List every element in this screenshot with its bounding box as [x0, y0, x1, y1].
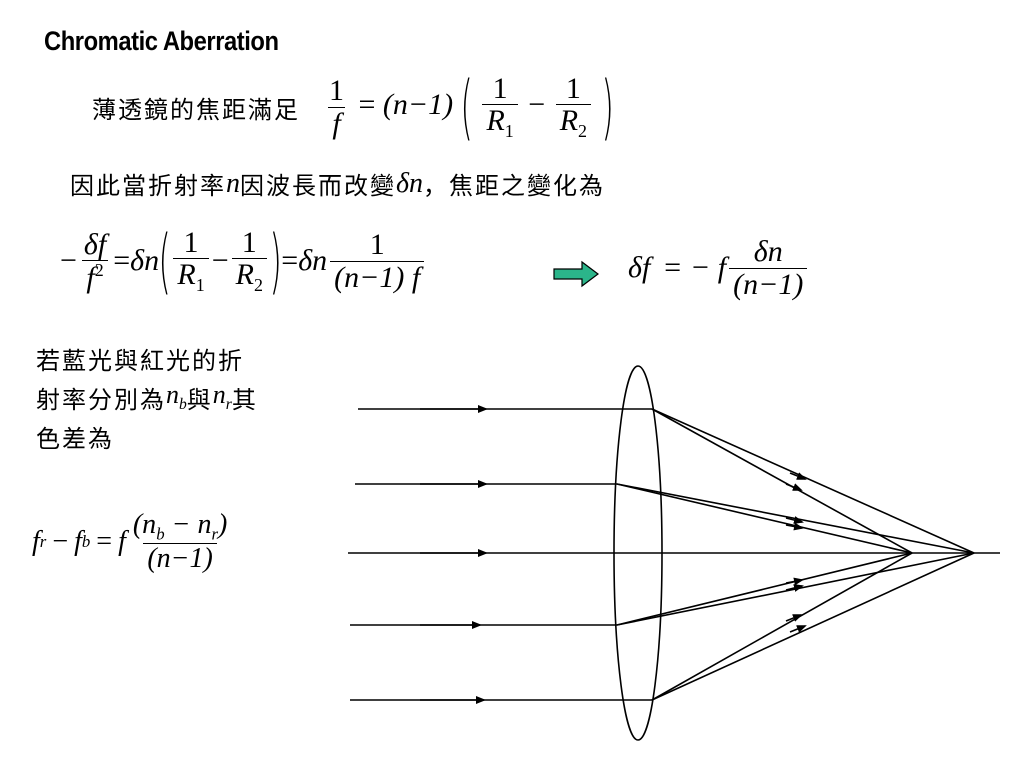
refracted-ray-1b — [651, 408, 913, 554]
slide-title: Chromatic Aberration — [44, 26, 279, 56]
left-text-line2: 射率分別為 nb 與 nr 其 — [36, 380, 258, 415]
line2-delta-n: δn — [396, 167, 424, 199]
refracted-ray-4r — [616, 552, 975, 626]
refracted-ray-4b — [616, 552, 913, 626]
refracted-ray-5b — [651, 552, 913, 701]
focal-change-result: δf = − f δn(n−1) — [628, 236, 810, 300]
refracted-ray-1r — [651, 408, 975, 554]
line2-text-b: 因波長而改變 — [240, 172, 396, 200]
line2-text-c: ，焦距之變化為 — [423, 172, 606, 200]
refractive-change-line: 因此當折射率 n 因波長而改變 δn ，焦距之變化為 — [70, 166, 605, 201]
lens-equation-text: 薄透鏡的焦距滿足 — [92, 95, 300, 124]
left-text-line3: 色差為 — [36, 425, 114, 454]
refracted-ray-5r — [651, 552, 975, 701]
implies-arrow-icon — [553, 260, 599, 288]
refracted-ray-2b — [616, 483, 913, 554]
chromatic-text-block: 若藍光與紅光的折 射率分別為 nb 與 nr 其 色差為 — [36, 344, 258, 456]
line2-n: n — [226, 167, 240, 199]
refracted-ray-2r — [616, 483, 975, 554]
line2-text-a: 因此當折射率 — [70, 172, 226, 200]
left-text-line1: 若藍光與紅光的折 — [36, 347, 244, 375]
